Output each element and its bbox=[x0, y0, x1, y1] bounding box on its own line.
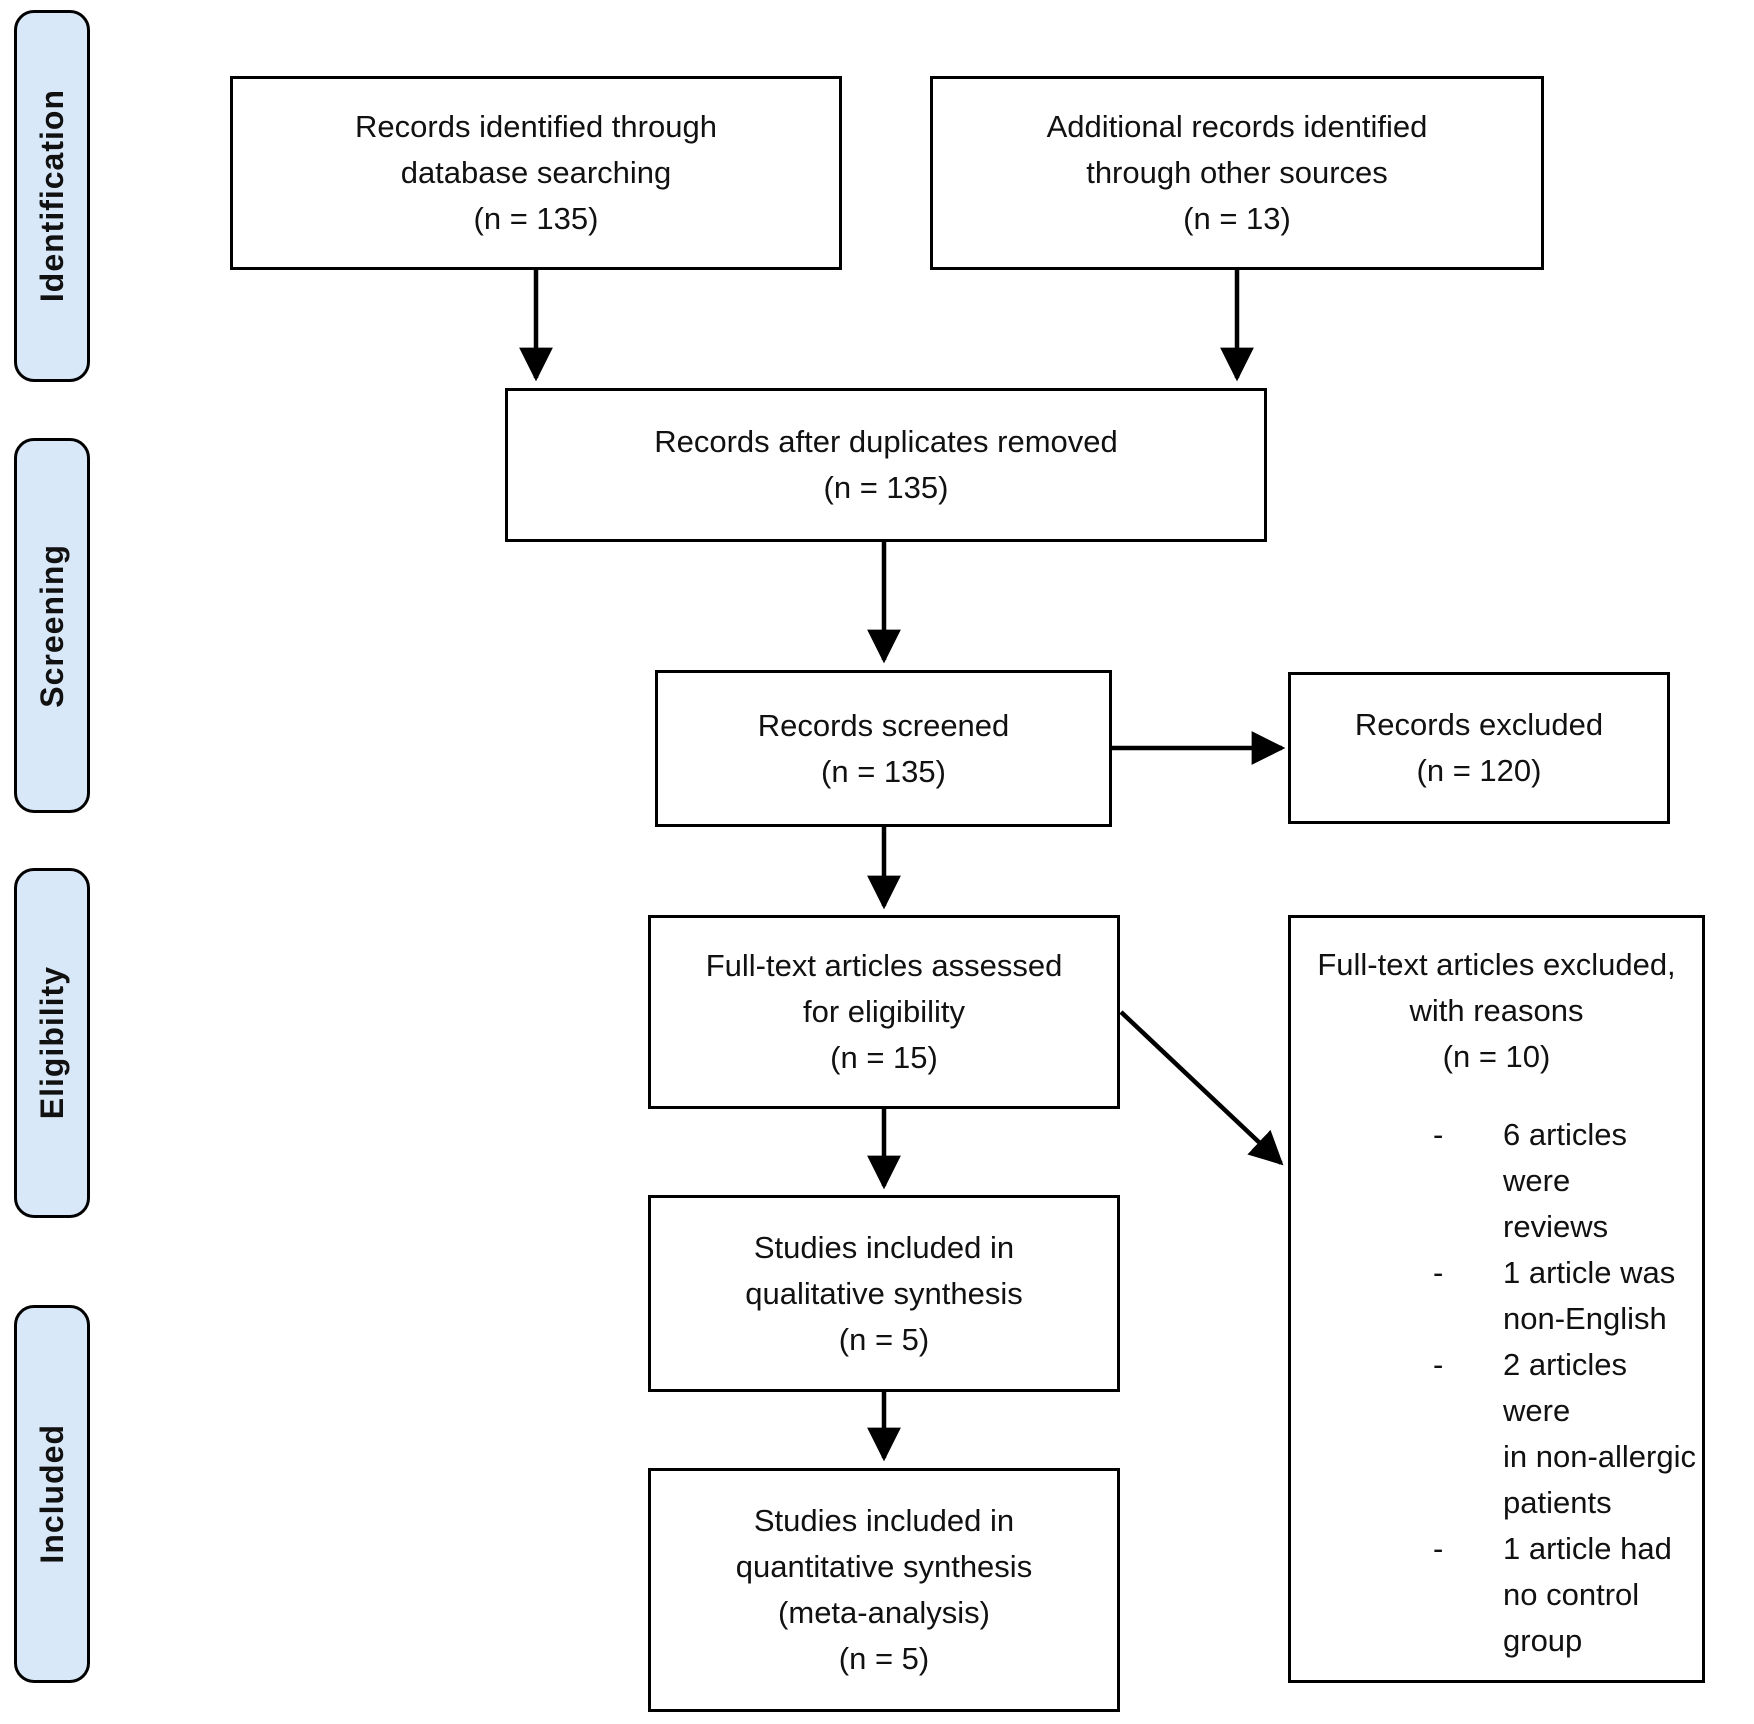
box-text-line: Records excluded bbox=[1354, 707, 1604, 742]
stage-identification-label: Identification bbox=[33, 89, 70, 303]
box-text-line: Additional records identified bbox=[1046, 109, 1428, 144]
box-text-line: Records after duplicates removed bbox=[654, 424, 1118, 459]
exclusion-reason-item: - 2 articles were in non-allergic patien… bbox=[1433, 1342, 1702, 1526]
box-text-line: Studies included in bbox=[753, 1503, 1015, 1538]
reason-line: non-English bbox=[1503, 1301, 1667, 1336]
box-text-line: Studies included in bbox=[753, 1229, 1015, 1265]
reason-line: 2 articles were bbox=[1503, 1347, 1628, 1428]
stage-eligibility: Eligibility bbox=[14, 868, 90, 1218]
reason-line: 1 article was bbox=[1503, 1255, 1676, 1290]
exclusion-reason-text: 1 article had no control group bbox=[1503, 1526, 1672, 1664]
reason-line: patients bbox=[1503, 1485, 1612, 1520]
stage-included: Included bbox=[14, 1305, 90, 1683]
bullet-dash: - bbox=[1433, 1531, 1444, 1566]
box-text-line: qualitative synthesis bbox=[745, 1275, 1023, 1311]
exclusion-reason-item: - 6 articles were reviews bbox=[1433, 1112, 1702, 1250]
reason-line: group bbox=[1503, 1623, 1583, 1658]
box-text-line: Full-text articles assessed bbox=[705, 948, 1063, 983]
box-text-line: database searching bbox=[400, 155, 672, 190]
reason-line: 6 articles were bbox=[1503, 1117, 1628, 1198]
reason-line: in non-allergic bbox=[1503, 1439, 1696, 1474]
exclusion-reason-text: 6 articles were reviews bbox=[1503, 1112, 1702, 1250]
box-count: (n = 135) bbox=[823, 470, 949, 505]
exclusion-reason-item: - 1 article was non-English bbox=[1433, 1250, 1702, 1342]
exclusion-reason-item: - 1 article had no control group bbox=[1433, 1526, 1702, 1664]
reason-line: no control bbox=[1503, 1577, 1640, 1612]
box-text-line: quantitative synthesis bbox=[735, 1549, 1033, 1584]
stage-screening-label: Screening bbox=[33, 543, 70, 708]
box-count: (n = 135) bbox=[821, 753, 946, 789]
box-records-identified: Records identified through database sear… bbox=[230, 76, 842, 270]
box-text-line: with reasons bbox=[1409, 993, 1584, 1028]
box-text-line: (meta-analysis) bbox=[778, 1595, 990, 1630]
box-quantitative-synthesis: Studies included in quantitative synthes… bbox=[648, 1468, 1120, 1712]
box-text-line: through other sources bbox=[1086, 155, 1388, 190]
bullet-dash: - bbox=[1433, 1117, 1444, 1152]
box-fulltext-assessed: Full-text articles assessed for eligibil… bbox=[648, 915, 1120, 1109]
reason-line: reviews bbox=[1503, 1209, 1609, 1244]
exclusion-reasons-list: - 6 articles were reviews - 1 article wa… bbox=[1291, 1112, 1702, 1664]
box-count: (n = 13) bbox=[1183, 201, 1291, 236]
arrow-fulltext-to-excluded bbox=[1119, 1010, 1284, 1166]
box-text-line: for eligibility bbox=[803, 994, 965, 1029]
box-count: (n = 5) bbox=[838, 1641, 930, 1676]
box-additional-records: Additional records identified through ot… bbox=[930, 76, 1544, 270]
stage-included-label: Included bbox=[33, 1424, 70, 1564]
box-duplicates-removed: Records after duplicates removed (n = 13… bbox=[505, 388, 1267, 542]
box-count: (n = 10) bbox=[1442, 1039, 1551, 1074]
box-count: (n = 120) bbox=[1416, 753, 1542, 788]
box-fulltext-excluded: Full-text articles excluded, with reason… bbox=[1288, 915, 1705, 1683]
box-qualitative-synthesis: Studies included in qualitative synthesi… bbox=[648, 1195, 1120, 1392]
box-text-line: Records screened bbox=[757, 707, 1010, 743]
exclusion-reason-text: 2 articles were in non-allergic patients bbox=[1503, 1342, 1702, 1526]
bullet-dash: - bbox=[1433, 1347, 1444, 1382]
box-count: (n = 135) bbox=[473, 201, 599, 236]
box-count: (n = 15) bbox=[830, 1040, 938, 1075]
stage-eligibility-label: Eligibility bbox=[33, 966, 70, 1120]
reason-line: 1 article had bbox=[1503, 1531, 1672, 1566]
box-text-line: Full-text articles excluded, bbox=[1317, 947, 1676, 982]
box-records-screened: Records screened (n = 135) bbox=[655, 670, 1112, 827]
box-records-excluded: Records excluded (n = 120) bbox=[1288, 672, 1670, 824]
bullet-dash: - bbox=[1433, 1255, 1444, 1290]
exclusion-reason-text: 1 article was non-English bbox=[1503, 1250, 1675, 1342]
box-count: (n = 5) bbox=[838, 1321, 930, 1357]
stage-screening: Screening bbox=[14, 438, 90, 813]
stage-identification: Identification bbox=[14, 10, 90, 382]
box-text-line: Records identified through bbox=[355, 109, 717, 144]
